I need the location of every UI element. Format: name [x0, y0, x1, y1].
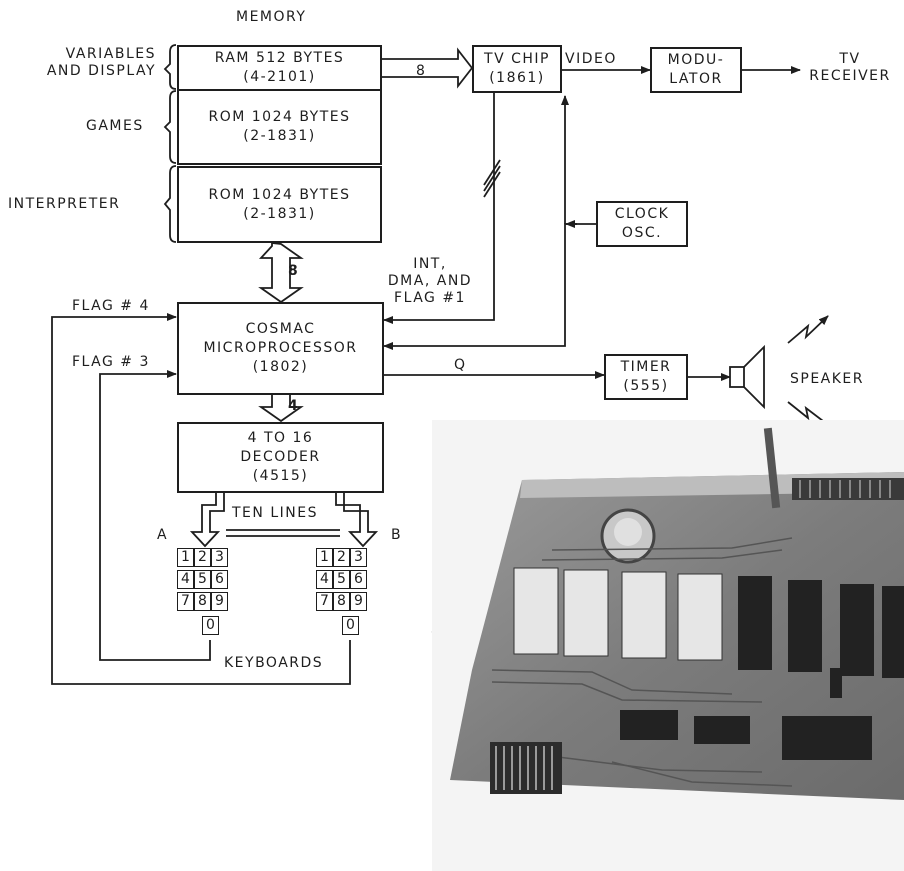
key-7[interactable]: 7: [177, 592, 194, 611]
key-2[interactable]: 2: [333, 548, 350, 567]
key-0[interactable]: 0: [202, 616, 219, 635]
interpreter-label: INTERPRETER: [8, 196, 120, 213]
memory-bus-width-label: 8: [288, 263, 299, 280]
rom-interpreter-block: ROM 1024 BYTES(2-1831): [177, 166, 382, 243]
flag3-label: FLAG # 3: [72, 354, 150, 371]
variables-label: VARIABLES AND DISPLAY: [26, 46, 156, 80]
flag3-line: [100, 374, 210, 660]
key-5[interactable]: 5: [333, 570, 350, 589]
brace-games: [165, 91, 176, 163]
key-1[interactable]: 1: [316, 548, 333, 567]
timer-block: TIMER(555): [604, 354, 688, 400]
brace-variables: [165, 45, 176, 89]
key-8[interactable]: 8: [333, 592, 350, 611]
key-8[interactable]: 8: [194, 592, 211, 611]
decoder-bus-width-label: 4: [288, 398, 299, 415]
key-9[interactable]: 9: [350, 592, 367, 611]
key-6[interactable]: 6: [350, 570, 367, 589]
key-5[interactable]: 5: [194, 570, 211, 589]
flag4-label: FLAG # 4: [72, 298, 150, 315]
games-label: GAMES: [86, 118, 144, 135]
memory-header: MEMORY: [236, 9, 306, 26]
key-2[interactable]: 2: [194, 548, 211, 567]
circuit-board-photo: [432, 420, 904, 871]
key-4[interactable]: 4: [177, 570, 194, 589]
keyboards-label: KEYBOARDS: [224, 655, 323, 672]
key-4[interactable]: 4: [316, 570, 333, 589]
key-0[interactable]: 0: [342, 616, 359, 635]
keypad-a-label: A: [157, 527, 168, 544]
bus-ram-tv: [381, 50, 472, 86]
key-7[interactable]: 7: [316, 592, 333, 611]
speaker-label: SPEAKER: [790, 371, 864, 388]
video-label: VIDEO: [565, 51, 617, 68]
bus-width-label: 8: [416, 63, 426, 80]
speaker-icon: [730, 367, 744, 387]
key-1[interactable]: 1: [177, 548, 194, 567]
ram-block: RAM 512 BYTES(4-2101): [177, 45, 382, 91]
tv-chip-block: TV CHIP(1861): [472, 45, 562, 93]
key-3[interactable]: 3: [350, 548, 367, 567]
key-6[interactable]: 6: [211, 570, 228, 589]
brace-interpreter: [165, 166, 176, 242]
ten-lines-label: TEN LINES: [232, 505, 318, 522]
key-9[interactable]: 9: [211, 592, 228, 611]
q-label: Q: [454, 357, 467, 374]
keypad-b-label: B: [391, 527, 402, 544]
rom-games-block: ROM 1024 BYTES(2-1831): [177, 89, 382, 165]
modulator-block: MODU-LATOR: [650, 47, 742, 93]
key-3[interactable]: 3: [211, 548, 228, 567]
